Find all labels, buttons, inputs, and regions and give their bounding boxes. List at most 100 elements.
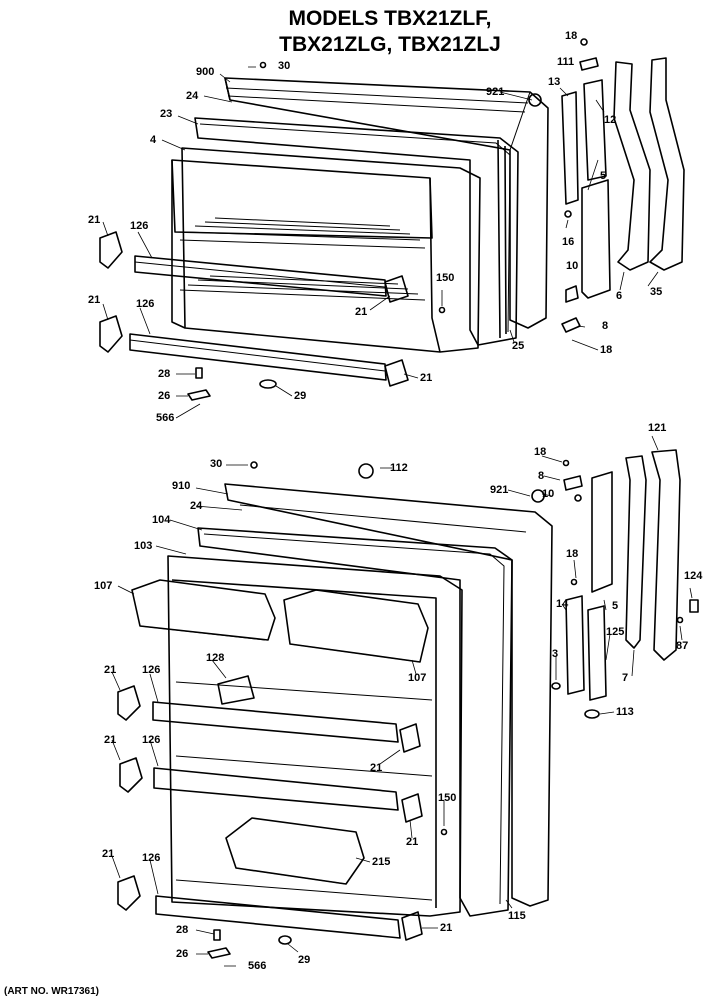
freezer-trim-35: [649, 57, 685, 271]
freezer-shelf-rail-1: [134, 255, 387, 297]
callout-21d: 21: [406, 836, 419, 848]
freezer-hinge-5: [581, 179, 611, 299]
callout-25: 25: [512, 340, 525, 352]
callout-21b: 21: [104, 734, 117, 746]
callout-103: 103: [134, 540, 153, 552]
callout-10: 10: [566, 260, 579, 272]
callout-126c: 126: [142, 852, 161, 864]
shelf-support-icon: [99, 315, 123, 353]
fresh-shelf-rail-1: [152, 701, 399, 743]
callout-24: 24: [186, 90, 199, 102]
screw-icon: [564, 210, 572, 218]
freezer-handle-12: [583, 79, 607, 181]
fresh-food-door-assembly: [117, 449, 699, 959]
cap-icon: [689, 599, 699, 613]
callout-8: 8: [538, 470, 545, 482]
dairy-door-128: [217, 675, 255, 705]
callout-910: 910: [172, 480, 191, 492]
callout-18: 18: [534, 446, 547, 458]
callout-21e: 21: [102, 848, 115, 860]
callout-26: 26: [176, 948, 189, 960]
callout-900: 900: [196, 66, 215, 78]
callout-566: 566: [156, 412, 175, 424]
nut-icon: [584, 709, 600, 719]
callout-16: 16: [562, 236, 575, 248]
screw-icon: [250, 461, 258, 469]
callout-126b: 126: [142, 734, 161, 746]
cap-icon: [259, 379, 277, 389]
title-line-2: TBX21ZLG, TBX21ZLJ: [279, 33, 501, 56]
callout-28: 28: [176, 924, 189, 936]
callout-29: 29: [298, 954, 311, 966]
callout-18: 18: [565, 30, 578, 42]
freezer-shelf-rail-2: [129, 333, 387, 381]
callout-5: 5: [612, 600, 619, 612]
callout-112: 112: [390, 462, 408, 474]
callout-566: 566: [248, 960, 267, 972]
callout-28: 28: [158, 368, 171, 380]
callout-24: 24: [190, 500, 203, 512]
callout-18b: 18: [566, 548, 579, 560]
callout-21d: 21: [420, 372, 433, 384]
callout-29: 29: [294, 390, 307, 402]
callout-126b: 126: [136, 298, 155, 310]
clip-icon: [195, 367, 203, 379]
callout-150: 150: [436, 272, 455, 284]
callout-30: 30: [278, 60, 291, 72]
shelf-support-icon: [401, 793, 423, 823]
fresh-shelf-rail-2: [153, 767, 399, 811]
bracket-icon: [207, 947, 231, 959]
shelf-support-icon: [117, 685, 141, 721]
stop-icon: [565, 285, 579, 303]
fresh-trim-121: [651, 449, 681, 661]
freezer-outer-door: [224, 77, 549, 329]
callout-107a: 107: [94, 580, 113, 592]
callout-4: 4: [150, 134, 157, 146]
callout-5: 5: [600, 170, 607, 182]
screw-icon: [438, 306, 446, 314]
callout-128: 128: [206, 652, 225, 664]
fresh-outer-door: [224, 483, 553, 907]
fresh-handle-125: [587, 605, 607, 701]
callout-111: 111: [557, 56, 575, 68]
callout-7: 7: [622, 672, 629, 684]
fresh-trim-7: [625, 455, 647, 649]
callout-126a: 126: [130, 220, 149, 232]
screw-icon: [259, 61, 267, 69]
callout-21b: 21: [88, 294, 101, 306]
fresh-handle-14: [565, 595, 585, 695]
bracket-icon: [563, 475, 583, 491]
callout-113: 113: [616, 706, 634, 718]
callout-115: 115: [508, 910, 526, 922]
title-line-1: MODELS TBX21ZLF,: [288, 7, 492, 30]
screw-icon: [562, 459, 570, 467]
plug-icon: [531, 489, 545, 503]
callout-35: 35: [650, 286, 663, 298]
freezer-handle-13: [561, 91, 579, 205]
shelf-support-icon: [99, 231, 123, 269]
freezer-trim-6: [613, 61, 651, 271]
callout-8: 8: [602, 320, 609, 332]
callout-18b: 18: [600, 344, 613, 356]
callout-23: 23: [160, 108, 173, 120]
fresh-hinge-5: [591, 471, 613, 593]
callout-107b: 107: [408, 672, 427, 684]
callout-21c: 21: [355, 306, 368, 318]
callout-150: 150: [438, 792, 457, 804]
screw-icon: [574, 494, 582, 502]
callout-126a: 126: [142, 664, 161, 676]
fresh-shelf-rail-3: [155, 895, 401, 939]
fresh-gasket: [197, 527, 513, 917]
callout-215: 215: [372, 856, 391, 868]
callout-121: 121: [648, 422, 667, 434]
clip-icon: [213, 929, 221, 941]
callout-30: 30: [210, 458, 223, 470]
callout-12: 12: [604, 114, 617, 126]
screw-icon: [440, 828, 448, 836]
callout-124: 124: [684, 570, 703, 582]
cap-icon: [278, 935, 292, 945]
